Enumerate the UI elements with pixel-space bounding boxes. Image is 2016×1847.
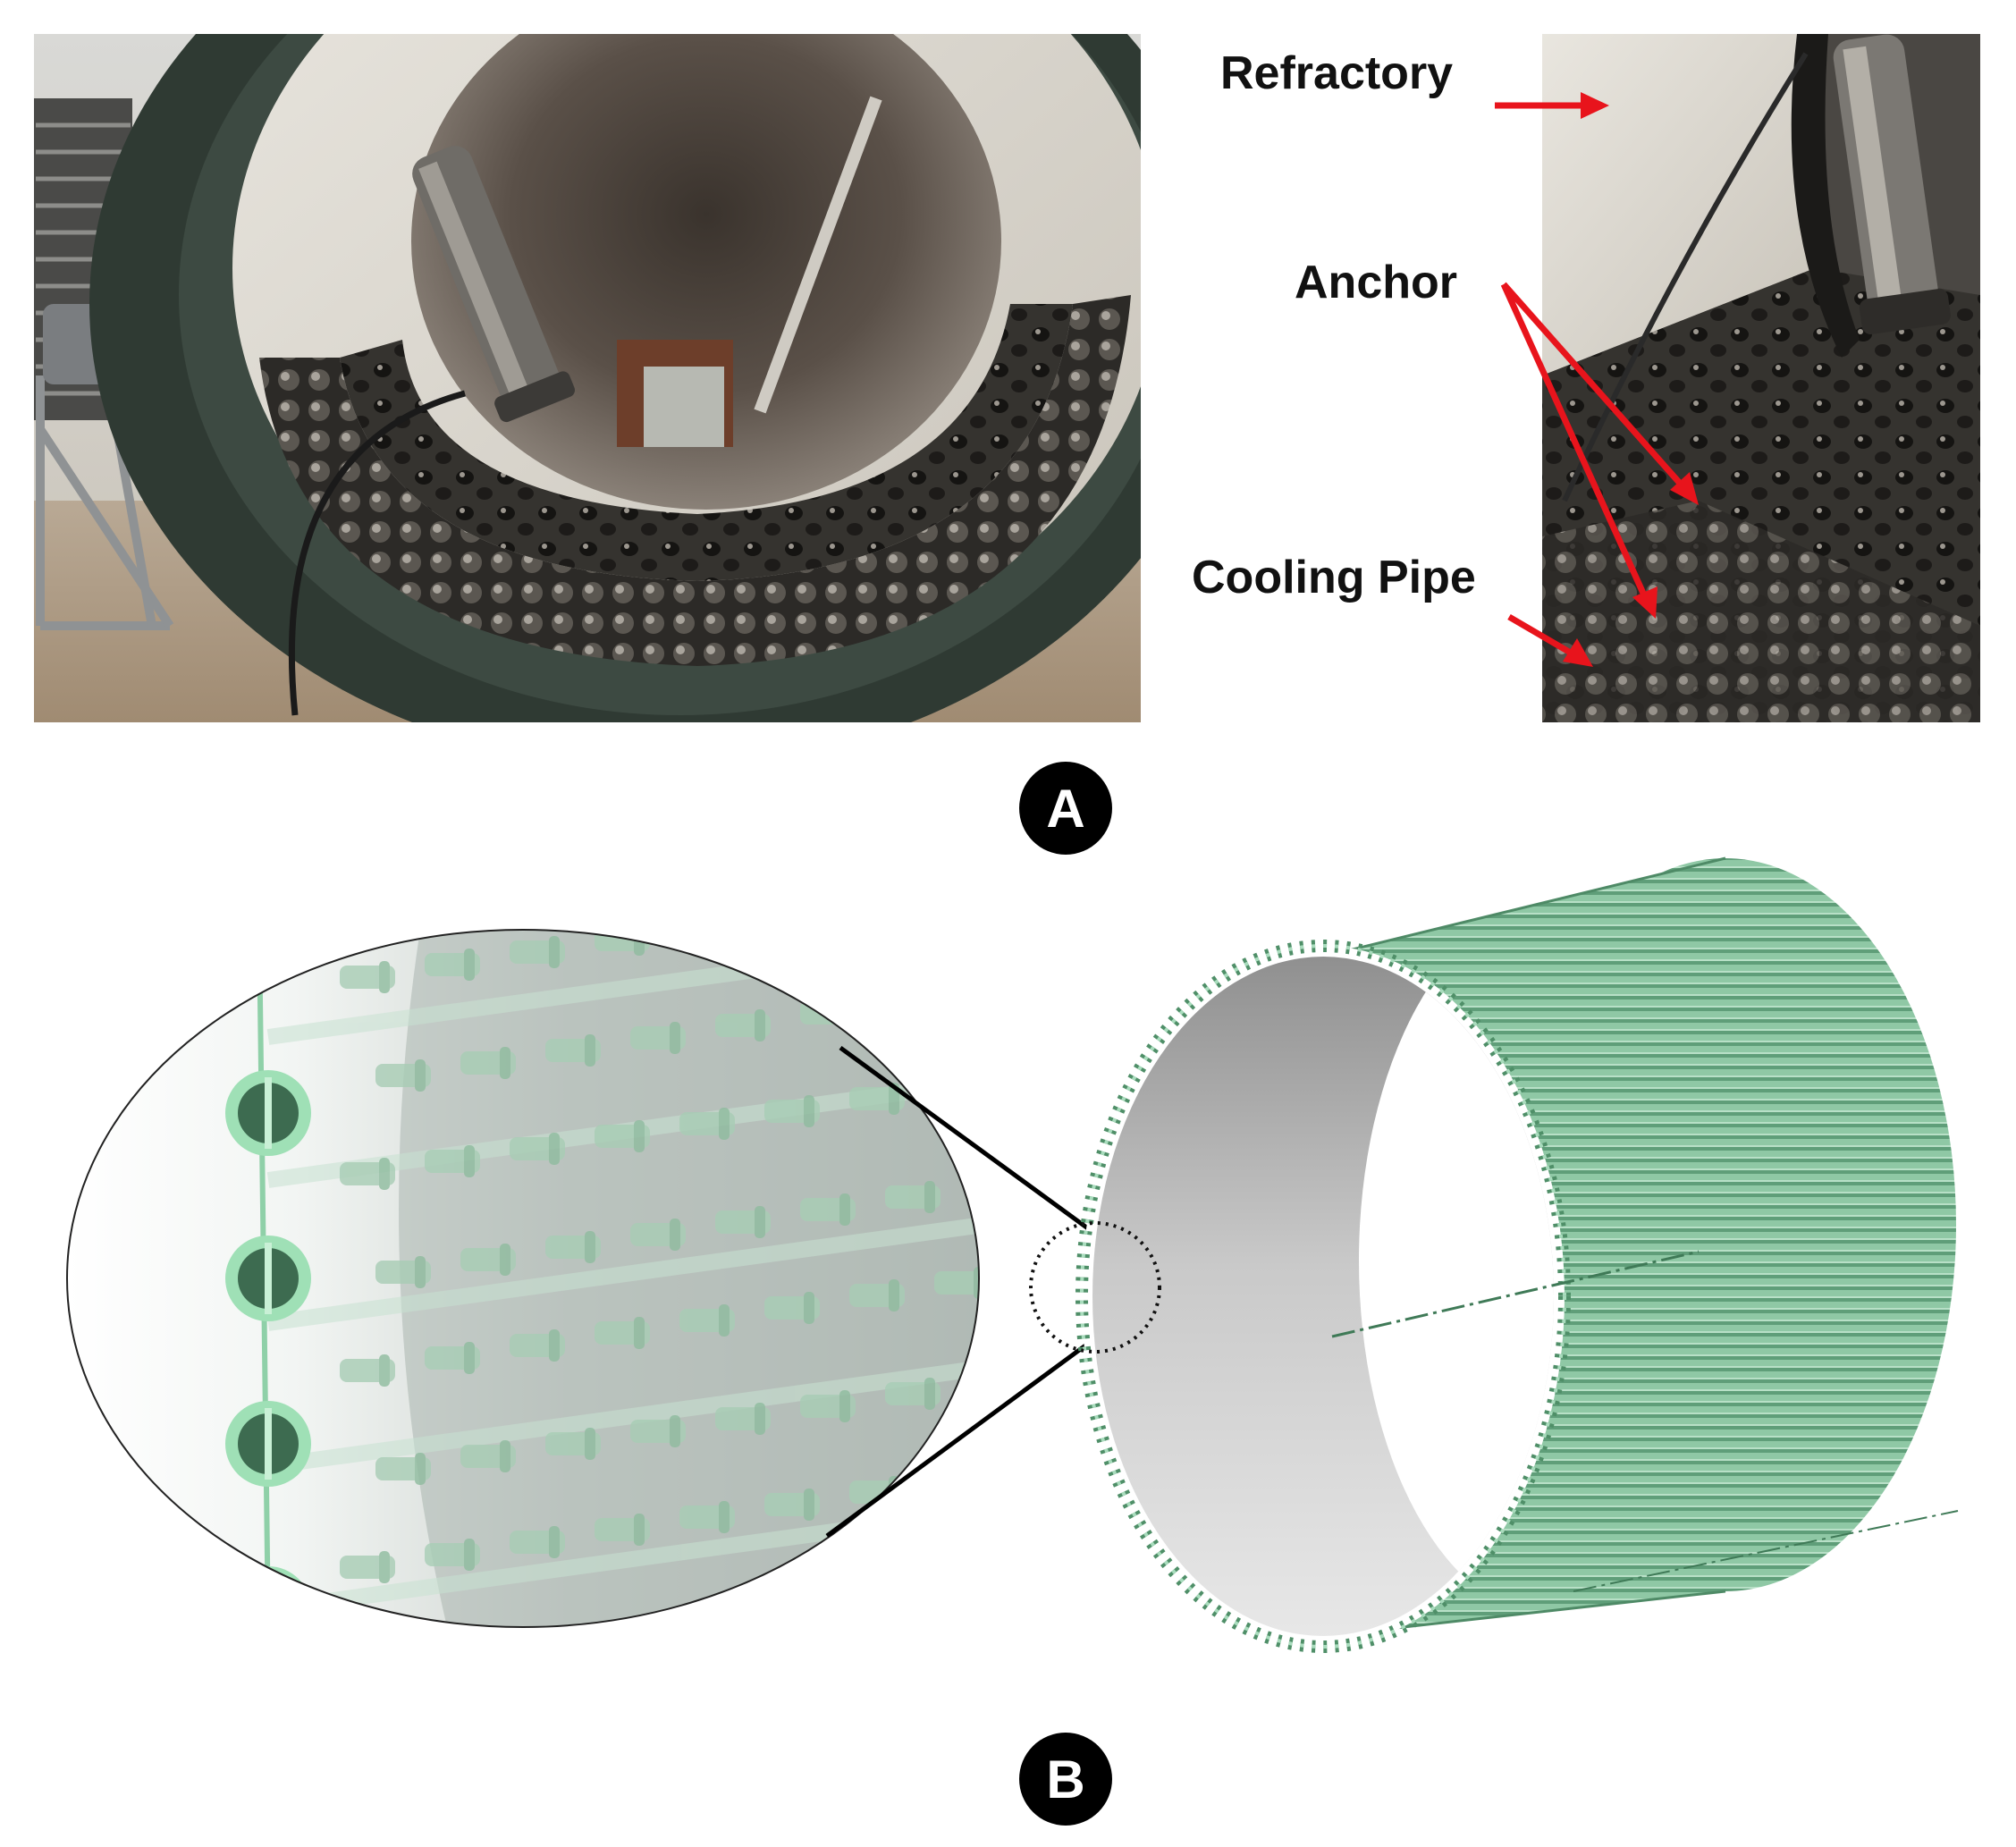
anchor-stud — [679, 930, 735, 943]
anchor-stud — [545, 1428, 601, 1460]
anchor-stud — [460, 1047, 516, 1079]
anchor-stud — [340, 961, 395, 993]
anchor-stud — [715, 1009, 771, 1042]
anchor-stud — [715, 1403, 771, 1435]
anchor-stud — [340, 1551, 395, 1583]
anchor-stud — [849, 1476, 905, 1508]
label-anchor: Anchor — [1295, 257, 1457, 308]
anchor-stud — [375, 1059, 431, 1092]
anchor-stud — [679, 1304, 735, 1337]
anchor-stud — [679, 1108, 735, 1140]
cooling-cylinder-3d — [1029, 856, 1959, 1653]
anchor-stud — [510, 936, 565, 968]
anchor-stud — [970, 1173, 979, 1196]
label-cooling-pipe: Cooling Pipe — [1192, 552, 1476, 603]
anchor-stud — [460, 1440, 516, 1472]
anchor-stud — [425, 1539, 480, 1571]
anchor-stud — [425, 1342, 480, 1374]
anchor-stud — [934, 873, 990, 906]
anchor-stud — [595, 1317, 650, 1349]
anchor-stud — [764, 1292, 820, 1324]
anchor-stud — [849, 886, 905, 918]
anchor-stud — [934, 1463, 979, 1496]
anchor-stud — [849, 1279, 905, 1311]
anchor-stud — [800, 997, 856, 1029]
anchor-stud — [764, 1489, 820, 1521]
panel-badge-b: B — [1019, 1733, 1112, 1826]
anchor-stud — [885, 984, 941, 1016]
anchor-stud — [595, 1120, 650, 1152]
anchor-stud — [375, 1453, 431, 1485]
anchor-stud — [460, 1244, 516, 1276]
callout-arrows — [1495, 92, 1699, 667]
anchor-stud — [545, 1231, 601, 1263]
anchor-stud — [630, 1415, 686, 1447]
anchor-stud — [595, 930, 650, 956]
anchor-stud — [970, 976, 979, 999]
anchor-stud — [715, 1206, 771, 1238]
zoom-connectors — [825, 1045, 1097, 1539]
label-refractory: Refractory — [1220, 47, 1454, 99]
anchor-stud — [679, 1501, 735, 1533]
anchor-stud — [630, 1022, 686, 1054]
anchor-stud — [595, 1514, 650, 1546]
anchor-stud — [764, 1095, 820, 1127]
anchor-stud — [545, 1034, 601, 1067]
anchor-stud — [340, 1158, 395, 1190]
anchor-stud — [375, 1256, 431, 1288]
anchor-stud — [340, 1354, 395, 1387]
anchor-stud — [804, 930, 814, 931]
anchor-stud — [425, 949, 480, 981]
anchor-stud — [800, 1390, 856, 1422]
anchor-stud — [510, 1133, 565, 1165]
anchor-stud — [800, 1193, 856, 1226]
photo-left — [34, 34, 1141, 722]
anchor-stud — [510, 1329, 565, 1362]
anchor-stud — [885, 1378, 941, 1410]
photo-right — [1542, 34, 1980, 722]
anchor-stud — [425, 1145, 480, 1177]
zoom-lens — [66, 873, 990, 1628]
anchor-stud — [934, 1070, 979, 1102]
anchor-stud — [934, 1267, 979, 1299]
anchor-stud — [630, 1219, 686, 1251]
panel-badge-a: A — [1019, 762, 1112, 855]
anchor-stud — [970, 1370, 979, 1393]
anchor-stud — [510, 1526, 565, 1558]
anchor-stud — [885, 1181, 941, 1213]
